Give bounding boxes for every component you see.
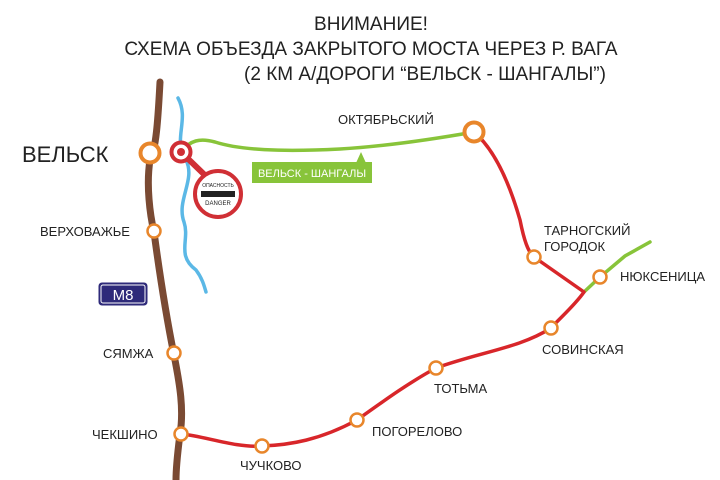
detour-route	[179, 130, 586, 448]
node-oktyabrsky	[462, 120, 486, 144]
label-velsk: ВЕЛЬСК	[22, 142, 109, 167]
label-syamzha: СЯМЖА	[103, 346, 154, 361]
node-sovinskaya	[543, 320, 559, 336]
label-chuchkovo: ЧУЧКОВО	[240, 458, 301, 473]
node-chuchkovo	[254, 438, 270, 454]
closed-bridge-marker	[169, 140, 193, 164]
danger-sign: ОПАСНОСТЬ DANGER	[193, 169, 243, 219]
node-pogorelovo	[349, 412, 365, 428]
node-syamzha	[166, 345, 182, 361]
label-verkhovazhye: ВЕРХОВАЖЬЕ	[40, 224, 130, 239]
node-nyuksenitsa	[592, 269, 608, 285]
title-line-3: (2 КМ А/ДОРОГИ “ВЕЛЬСК - ШАНГАЛЫ”)	[244, 64, 606, 85]
label-sovinskaya: СОВИНСКАЯ	[542, 342, 624, 357]
road-velsk-shangaly	[179, 130, 476, 154]
node-verkhovazhye	[146, 223, 162, 239]
label-totma: ТОТЬМА	[434, 381, 487, 396]
sign-top-text: ОПАСНОСТЬ	[202, 183, 234, 189]
title-line-2: СХЕМА ОБЪЕЗДА ЗАКРЫТОГО МОСТА ЧЕРЕЗ Р. В…	[124, 39, 618, 60]
label-tarnogsky-line1: ТАРНОГСКИЙ	[544, 223, 630, 238]
node-cheksino	[173, 426, 189, 442]
node-tarnogsky	[526, 249, 542, 265]
node-totma	[428, 360, 444, 376]
road-label-text: ВЕЛЬСК - ШАНГАЛЫ	[258, 168, 366, 180]
label-cheksino: ЧЕКШИНО	[92, 427, 158, 442]
label-tarnogsky-line2: ГОРОДОК	[544, 239, 606, 254]
road-nyuksenitsa	[582, 240, 652, 294]
node-velsk	[138, 141, 162, 165]
label-nyuksenitsa: НЮКСЕНИЦА	[620, 269, 705, 284]
sign-bottom-text: DANGER	[205, 201, 231, 207]
title-line-1: ВНИМАНИЕ!	[314, 14, 428, 35]
road-label-velsk-shangaly: ВЕЛЬСК - ШАНГАЛЫ	[252, 152, 372, 183]
m8-badge: М8	[97, 281, 149, 307]
label-pogorelovo: ПОГОРЕЛОВО	[372, 424, 462, 439]
label-oktyabrsky: ОКТЯБРЬСКИЙ	[338, 112, 434, 127]
m8-badge-text: М8	[113, 287, 134, 304]
